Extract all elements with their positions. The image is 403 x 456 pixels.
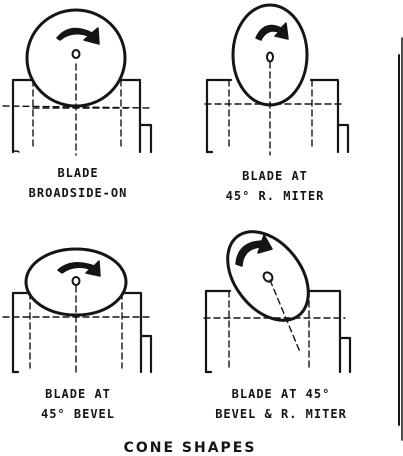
- caption-line: 45° R. MITER: [225, 189, 325, 203]
- figure-bevel-and-miter: [203, 230, 352, 374]
- blade-disc: [24, 247, 128, 317]
- caption-line: BLADE AT 45°: [231, 387, 331, 401]
- figure-bevel: [2, 247, 153, 374]
- caption-line: 45° BEVEL: [40, 407, 116, 421]
- caption-line: BROADSIDE-ON: [28, 186, 128, 200]
- arbor-hole: [262, 271, 274, 283]
- caption-line: BLADE: [57, 166, 99, 180]
- rotation-arrow-icon: [57, 260, 101, 277]
- blade-disc: [231, 3, 309, 107]
- saw-table-block: [205, 78, 350, 154]
- figure-broadside-on: [2, 8, 153, 156]
- blade-disc: [226, 230, 310, 322]
- arbor-hole: [71, 49, 81, 59]
- rotation-arrow-icon: [255, 22, 289, 41]
- caption-bevel-and-miter: BLADE AT 45° BEVEL & R. MITER: [196, 384, 366, 424]
- rotation-arrow-icon: [56, 27, 100, 45]
- arbor-hole: [71, 276, 81, 286]
- caption-line: BLADE AT: [242, 169, 308, 183]
- saw-table-block: [11, 291, 153, 374]
- saw-table-block: [11, 78, 153, 154]
- arbor-hole: [266, 51, 274, 63]
- rotation-arrow-icon: [235, 234, 273, 267]
- center-lines: [204, 61, 346, 156]
- center-lines: [2, 285, 152, 373]
- footer-title: CONE SHAPES: [123, 440, 257, 456]
- center-lines: [203, 279, 346, 369]
- saw-table-block: [204, 289, 352, 374]
- caption-line: BLADE AT: [45, 387, 111, 401]
- caption-line: BEVEL & R. MITER: [215, 407, 347, 421]
- figure-right-miter: [204, 3, 350, 156]
- center-lines: [2, 63, 152, 156]
- caption-right-miter: BLADE AT 45° R. MITER: [205, 166, 345, 206]
- caption-broadside-on: BLADE BROADSIDE-ON: [8, 163, 148, 203]
- caption-bevel: BLADE AT 45° BEVEL: [8, 384, 148, 424]
